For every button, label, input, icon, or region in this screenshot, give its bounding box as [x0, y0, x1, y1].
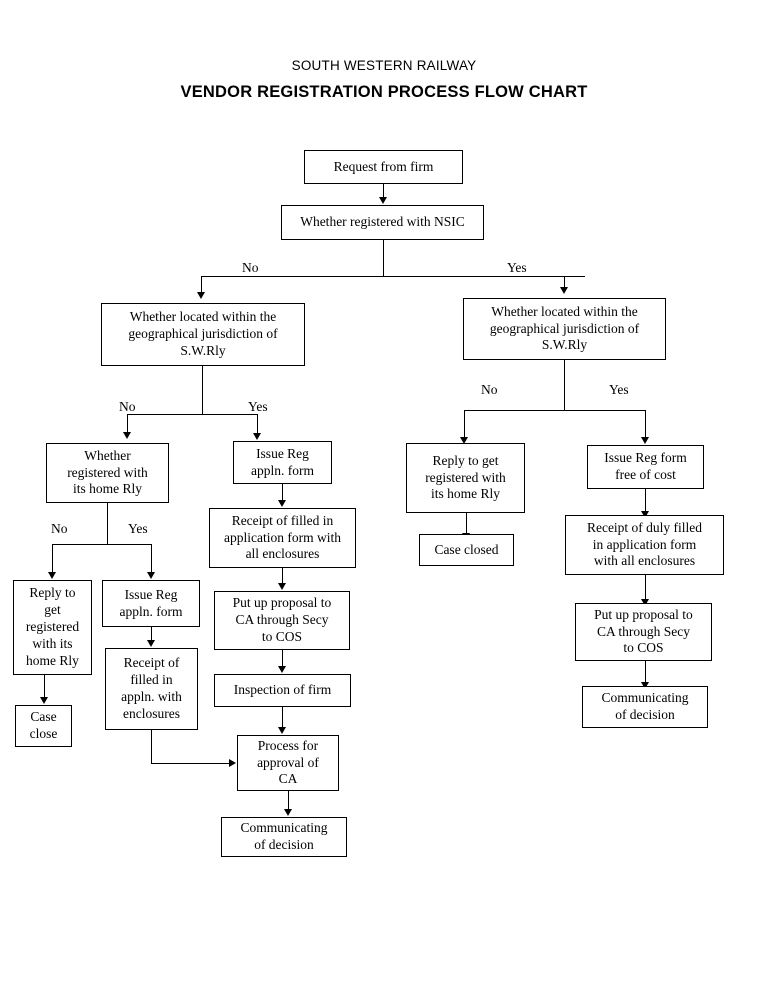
node-request-from-firm[interactable]: Request from firm — [304, 150, 463, 184]
node-process-for-approval-of-ca[interactable]: Process for approval of CA — [237, 735, 339, 791]
arrowhead-issuereg-left-to-receipt — [147, 640, 155, 647]
connector-juris-right-stem — [564, 360, 565, 410]
connector-process-to-communicating — [288, 791, 289, 810]
node-reply-get-registered-home-rly-left[interactable]: Reply to get registered with its home Rl… — [13, 580, 92, 675]
node-issue-reg-appln-form-left[interactable]: Issue Reg appln. form — [102, 580, 200, 627]
node-receipt-filled-application-center[interactable]: Receipt of filled in application form wi… — [209, 508, 356, 568]
node-communicating-of-decision-center[interactable]: Communicating of decision — [221, 817, 347, 857]
connector-inspection-to-process — [282, 707, 283, 728]
connector-reply-right-to-case-closed — [466, 513, 467, 534]
node-whether-registered-with-nsic[interactable]: Whether registered with NSIC — [281, 205, 484, 240]
connector-receipt-left-down — [151, 730, 152, 763]
connector-receipt-left-across — [151, 763, 229, 764]
node-issue-reg-form-free-of-cost[interactable]: Issue Reg form free of cost — [587, 445, 704, 489]
edge-label-nsic-yes: Yes — [505, 260, 529, 275]
arrowhead-merge-into-process-approval — [229, 759, 236, 767]
connector-issuereg-free-to-receipt — [645, 489, 646, 512]
node-receipt-duly-filled-right[interactable]: Receipt of duly filled in application fo… — [565, 515, 724, 575]
node-put-up-proposal-right[interactable]: Put up proposal to CA through Secy to CO… — [575, 603, 712, 661]
node-case-closed-right[interactable]: Case closed — [419, 534, 514, 566]
arrowhead-receipt-center-to-proposal — [278, 583, 286, 590]
node-communicating-of-decision-right[interactable]: Communicating of decision — [582, 686, 708, 728]
connector-receipt-center-to-proposal — [282, 568, 283, 584]
connector-start-to-nsic — [383, 184, 384, 198]
node-receipt-filled-appln-left[interactable]: Receipt of filled in appln. with enclosu… — [105, 648, 198, 730]
connector-home-rly-split-bar — [52, 544, 152, 545]
connector-home-rly-stem — [107, 503, 108, 544]
arrowhead-home-rly-no — [48, 572, 56, 579]
connector-proposal-right-to-communicating — [645, 661, 646, 683]
connector-receipt-right-to-proposal — [645, 575, 646, 600]
node-issue-reg-appln-form-center[interactable]: Issue Reg appln. form — [233, 441, 332, 484]
page-title: VENDOR REGISTRATION PROCESS FLOW CHART — [180, 83, 588, 101]
edge-label-juris-left-yes: Yes — [246, 399, 270, 414]
edge-label-juris-right-yes: Yes — [607, 382, 631, 397]
connector-reply-to-case-close — [44, 675, 45, 698]
connector-nsic-stem — [383, 240, 384, 276]
organization-title: SOUTH WESTERN RAILWAY — [291, 58, 477, 73]
arrowhead-inspection-to-process — [278, 727, 286, 734]
arrowhead-reply-to-case-close — [40, 697, 48, 704]
arrowhead-juris-right-no — [460, 437, 468, 444]
connector-home-rly-yes-drop — [151, 544, 152, 573]
connector-home-rly-no-drop — [52, 544, 53, 573]
edge-label-nsic-no: No — [240, 260, 261, 275]
connector-juris-left-split-bar — [127, 414, 257, 415]
arrowhead-nsic-yes — [560, 287, 568, 294]
node-inspection-of-firm[interactable]: Inspection of firm — [214, 674, 351, 707]
arrowhead-juris-left-no — [123, 432, 131, 439]
arrowhead-issuereg-center-to-receipt — [278, 500, 286, 507]
connector-juris-right-split-bar — [464, 410, 645, 411]
edge-label-juris-left-no: No — [117, 399, 138, 414]
connector-nsic-no-drop — [201, 276, 202, 293]
connector-nsic-yes-drop — [564, 276, 565, 288]
node-jurisdiction-right[interactable]: Whether located within the geographical … — [463, 298, 666, 360]
connector-nsic-split-bar — [201, 276, 585, 277]
arrowhead-home-rly-yes — [147, 572, 155, 579]
edge-label-home-rly-yes: Yes — [126, 521, 150, 536]
connector-issuereg-center-to-receipt — [282, 484, 283, 501]
arrowhead-start-to-nsic — [379, 197, 387, 204]
edge-label-home-rly-no: No — [49, 521, 70, 536]
connector-juris-left-yes-drop — [257, 414, 258, 434]
connector-proposal-center-to-inspection — [282, 650, 283, 667]
arrowhead-proposal-right-to-communicating — [641, 682, 649, 689]
arrowhead-juris-left-yes — [253, 433, 261, 440]
arrowhead-process-to-communicating — [284, 809, 292, 816]
arrowhead-nsic-no — [197, 292, 205, 299]
connector-issuereg-left-to-receipt — [151, 627, 152, 641]
edge-label-juris-right-no: No — [479, 382, 500, 397]
node-put-up-proposal-center[interactable]: Put up proposal to CA through Secy to CO… — [214, 591, 350, 650]
arrowhead-receipt-right-to-proposal — [641, 599, 649, 606]
connector-juris-right-no-drop — [464, 410, 465, 438]
node-whether-registered-home-rly[interactable]: Whether registered with its home Rly — [46, 443, 169, 503]
node-jurisdiction-left[interactable]: Whether located within the geographical … — [101, 303, 305, 366]
arrowhead-proposal-center-to-inspection — [278, 666, 286, 673]
node-case-close-left[interactable]: Case close — [15, 705, 72, 747]
arrowhead-juris-right-yes — [641, 437, 649, 444]
connector-juris-right-yes-drop — [645, 410, 646, 438]
arrowhead-issuereg-free-to-receipt — [641, 511, 649, 518]
node-reply-get-registered-home-rly-right[interactable]: Reply to get registered with its home Rl… — [406, 443, 525, 513]
connector-juris-left-stem — [202, 366, 203, 414]
connector-juris-left-no-drop — [127, 414, 128, 433]
